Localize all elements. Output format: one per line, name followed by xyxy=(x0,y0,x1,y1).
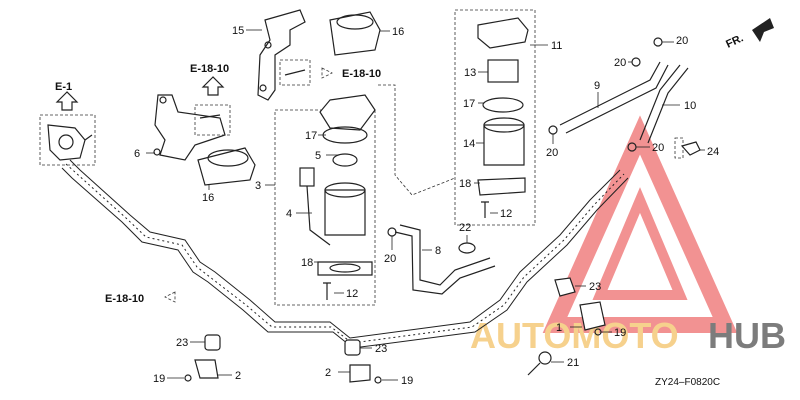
watermark-logo: AUTOMOTO HUB xyxy=(470,115,786,356)
ref-e1: E-1 xyxy=(55,81,72,93)
hose-10 xyxy=(639,64,689,144)
arrow-left-e1810 xyxy=(164,291,176,303)
callout-label: 9 xyxy=(594,80,600,92)
callout-label: 10 xyxy=(684,100,696,112)
clip-24 xyxy=(674,137,701,159)
callout-label: 11 xyxy=(551,40,562,52)
callout-label: 18 xyxy=(301,257,313,269)
callout-label: 17 xyxy=(463,98,475,110)
callout-label: 5 xyxy=(315,150,321,162)
callout-label: 22 xyxy=(459,222,471,234)
bracket-left xyxy=(153,94,231,161)
callout-label: 2 xyxy=(235,370,241,382)
callout-label: 18 xyxy=(459,178,471,190)
callout-label: 19 xyxy=(153,373,165,385)
bracket-top xyxy=(257,9,311,101)
ref-e1810-top-right: E-18-10 xyxy=(342,68,381,80)
callout-label: 14 xyxy=(463,138,475,150)
fuel-pump-assembly xyxy=(299,94,376,300)
drawing-code: ZY24–F0820C xyxy=(655,377,720,388)
bottom-clamp-mid xyxy=(344,339,382,384)
callout-label: 20 xyxy=(384,253,396,265)
callout-label: 12 xyxy=(346,288,358,300)
callout-label: 3 xyxy=(255,180,261,192)
callout-label: 17 xyxy=(305,130,317,142)
watermark-text-auto: AUTOMOTO xyxy=(470,315,679,356)
callout-label: 8 xyxy=(435,245,441,257)
arrow-right-e1810 xyxy=(321,67,333,79)
callout-label: 16 xyxy=(202,192,214,204)
filter-group-box xyxy=(454,9,536,226)
filter-holder-left xyxy=(197,147,256,186)
watermark-text-hub: HUB xyxy=(708,315,786,356)
callout-label: 4 xyxy=(286,208,292,220)
fuel-filter-assembly xyxy=(477,17,529,218)
callout-label: 23 xyxy=(375,343,387,355)
callout-label: 16 xyxy=(392,26,404,38)
callout-group: 1 2 2 3 4 5 6 8 9 10 11 12 12 13 14 15 1 xyxy=(134,25,719,387)
bottom-clamp-left xyxy=(184,334,221,382)
callout-label: 23 xyxy=(589,281,601,293)
callout-label: 2 xyxy=(325,367,331,379)
ref-e1810-bottom-left: E-18-10 xyxy=(105,293,144,305)
callout-label: 13 xyxy=(464,67,476,79)
ring-terminal-21 xyxy=(527,351,552,376)
hose-8 xyxy=(394,224,496,295)
e1-arrow xyxy=(55,91,79,111)
callout-label: 15 xyxy=(232,25,244,37)
clamp-22 xyxy=(458,242,476,254)
hose-9 xyxy=(559,61,669,134)
fr-label: FR. xyxy=(724,32,745,50)
bottom-clamp-right xyxy=(554,277,606,336)
callout-label: 21 xyxy=(567,357,579,369)
fuel-cock-assembly xyxy=(39,114,96,166)
callout-label: 19 xyxy=(614,327,626,339)
callout-label: 23 xyxy=(176,337,188,349)
callout-label: 6 xyxy=(134,148,140,160)
callout-label: 20 xyxy=(676,35,688,47)
callout-label: 20 xyxy=(652,142,664,154)
filter-holder-top xyxy=(329,11,381,56)
fuel-line-long xyxy=(61,159,629,349)
callout-label: 19 xyxy=(401,375,413,387)
callout-label: 24 xyxy=(707,146,719,158)
callout-label: 20 xyxy=(546,147,558,159)
callout-label: 1 xyxy=(556,322,562,334)
up-arrow-e1810 xyxy=(201,76,225,96)
e1-group-box xyxy=(39,114,96,166)
ref-e1810-top-left: E-18-10 xyxy=(190,63,229,75)
callout-label: 12 xyxy=(500,208,512,220)
callout-label: 20 xyxy=(614,57,626,69)
fr-direction-arrow: FR. xyxy=(724,18,774,51)
